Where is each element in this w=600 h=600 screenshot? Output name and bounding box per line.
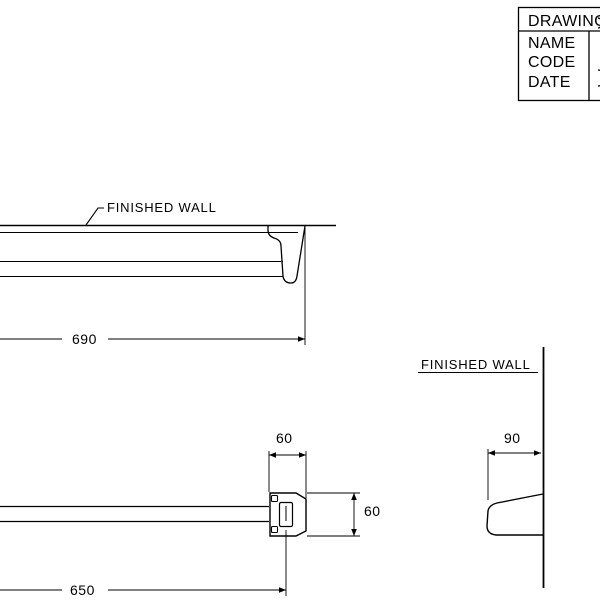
front-view-bracket xyxy=(269,492,307,537)
front-view-height-dim: 60 xyxy=(364,503,381,519)
side-view-projection-dim: 90 xyxy=(504,430,521,446)
top-view-bracket xyxy=(267,225,306,284)
top-view: FINISHED WALL 690 xyxy=(0,200,336,347)
title-block-name-label: NAME xyxy=(528,35,575,52)
side-view-bracket xyxy=(486,493,544,536)
title-block-header: DRAWING xyxy=(528,13,600,30)
front-view-width-dim: 60 xyxy=(276,430,293,446)
front-view-screw-bottom xyxy=(270,525,279,534)
front-view-screw-top xyxy=(270,494,279,503)
title-block-date-label: DATE xyxy=(528,74,571,91)
side-view-wall-label: FINISHED WALL xyxy=(421,357,531,372)
top-view-length-dim: 690 xyxy=(72,331,97,347)
title-block: DRAWING NAME CODE DATE xyxy=(517,6,600,102)
front-view-length-dim: 650 xyxy=(70,582,95,598)
side-view: FINISHED WALL 90 xyxy=(418,347,545,588)
title-block-code-label: CODE xyxy=(528,54,575,71)
top-view-wall-leader xyxy=(85,207,104,226)
front-view: 60 60 650 xyxy=(0,430,381,598)
top-view-wall-label: FINISHED WALL xyxy=(107,200,217,215)
